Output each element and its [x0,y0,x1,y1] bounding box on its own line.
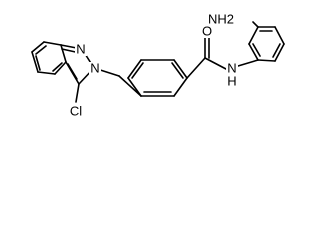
indazole-n2-label: N [90,61,99,76]
bond [52,62,63,72]
bond [75,83,80,103]
bond [60,44,67,63]
bond [54,61,67,75]
molecule-structure-diagram: NH2 O N H N N Cl [31,12,285,119]
bond [171,62,184,79]
chlorine-label: Cl [70,104,82,119]
bond [43,41,62,46]
bond [204,57,227,70]
carbonyl-oxygen-label: O [202,24,212,39]
bond [131,62,144,79]
bond [237,59,259,67]
bond [127,59,142,79]
bond [127,77,142,97]
bond [31,41,45,53]
bond [252,43,261,57]
bond [31,51,39,73]
amide-hydrogen-label: H [227,74,236,89]
amide-nitrogen-label: N [227,61,236,76]
bond [274,43,285,62]
bond [248,26,259,45]
bond [257,59,276,62]
bond [67,63,78,80]
bond [173,77,188,97]
bond [186,57,206,79]
bonds [31,21,285,103]
bond [35,55,41,71]
bond [272,43,281,58]
amine-label: NH2 [208,12,234,27]
indazole-n1-label: N [76,42,85,57]
bond [35,45,47,55]
bond [252,21,259,28]
atom-labels: NH2 O N H N N Cl [66,12,238,119]
bond [118,75,142,97]
bond [248,43,259,61]
bond [173,59,188,79]
bond [274,26,285,45]
bond [37,71,56,75]
